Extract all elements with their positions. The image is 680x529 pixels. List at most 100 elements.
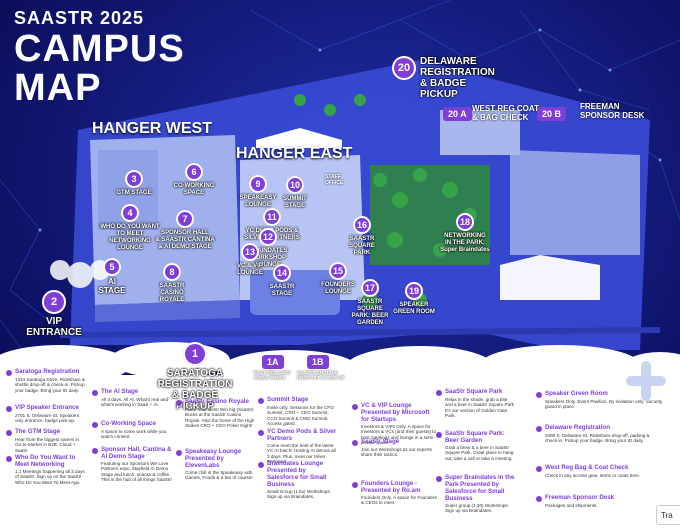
legend-marker-icon xyxy=(536,466,542,472)
legend-description: All 3 days. All AI. What's real and what… xyxy=(101,397,169,408)
pin-label: SPEAKEASY LOUNGE xyxy=(239,195,277,208)
hall-label-east: HANGER EAST xyxy=(236,145,353,162)
label-freeman-desk: FREEMAN SPONSOR DESK xyxy=(580,102,645,120)
event-name: SAASTR 2025 xyxy=(14,8,145,28)
pin-number: 10 xyxy=(286,176,304,194)
pin-number: 8 xyxy=(163,263,181,281)
pin-number: 2 xyxy=(42,290,66,314)
legend-title: VIP Speaker Entrance xyxy=(15,404,79,411)
translate-tray-button[interactable]: Tra xyxy=(656,505,680,525)
pin-number: 12 xyxy=(259,228,277,246)
legend-marker-icon xyxy=(352,404,358,410)
pin-number: 4 xyxy=(121,204,139,222)
legend-description: Come chill in the Speakeasy with Games, … xyxy=(185,470,253,481)
legend-title: YC Demo Pods & Silver Partners xyxy=(267,428,337,442)
legend-marker-icon xyxy=(92,448,98,454)
legend-title: SaaStr Square Park: Beer Garden xyxy=(445,430,505,444)
sparkle-plus-icon xyxy=(626,361,666,401)
legend-description: Founders Only. A space for Founders & CE… xyxy=(361,495,437,506)
pin-label: WHO DO YOU WANT TO MEET NETWORKING LOUNG… xyxy=(100,224,160,251)
pin-label: AI STAGE xyxy=(98,277,126,295)
legend-title: Braindates Lounge Presented by Salesforc… xyxy=(267,460,327,488)
legend-title: SaaStr Stage xyxy=(361,438,400,445)
legend-entry: Speakeasy Lounge Presented by ElevenLabs… xyxy=(176,448,256,481)
legend-title: Saratoga Registration xyxy=(15,368,80,375)
legend-description: Come meet the best of the latest YC AI b… xyxy=(267,443,336,465)
legend-entry: VIP Speaker Entrance 2701 S. Delaware St.… xyxy=(6,404,86,424)
legend-marker-icon xyxy=(6,406,12,412)
pin-label: SAASTR SQUARE PARK: BEER GARDEN xyxy=(351,299,389,326)
pin-label: FOUNDERS LOUNGE xyxy=(321,282,355,295)
pin-number: 11 xyxy=(263,208,281,226)
legend-marker-icon xyxy=(436,432,442,438)
legend-title: Speakeasy Lounge Presented by ElevenLabs xyxy=(185,448,242,469)
pin-label: CO-WORKING SPACE xyxy=(173,183,215,196)
legend-marker-icon xyxy=(176,400,182,406)
pin-label: NETWORKING IN THE PARK: Super Braindates xyxy=(440,233,490,253)
legend-description: Packages and shipments. xyxy=(545,503,598,508)
legend-description: Super group (1:30) Workshops. Sign up vi… xyxy=(445,503,510,514)
pin-label: SAASTR CASINO ROYALE xyxy=(159,283,185,303)
badge-20a[interactable]: 20 A xyxy=(443,107,472,121)
pin-label: BRAINDATES WORKSHOP LOUNGE xyxy=(248,248,288,268)
pin-number: 14 xyxy=(273,264,291,282)
pin-label: VIP ENTRANCE xyxy=(26,316,82,338)
legend-title: Speaker Green Room xyxy=(545,390,608,397)
pin-label: SUMMIT STAGE xyxy=(283,196,307,209)
legend-title: Summit Stage xyxy=(267,396,309,403)
legend-description: 1344 Saratoga Drive. Rideshare & shuttle… xyxy=(15,377,85,393)
label-shuttle: SAASTR SHUTTLE DROP-OFF & PICK UP xyxy=(297,370,345,380)
legend-description: 2701 S. Delaware St. Speakers only entra… xyxy=(15,413,80,424)
page-title: CAMPUS MAP xyxy=(14,28,185,109)
pin-number: 16 xyxy=(353,216,371,234)
legend-title: Who Do You Want to Meet Networking xyxy=(15,454,76,468)
legend-entry: VC & VIP Lounge Presented by Microsoft f… xyxy=(352,402,438,446)
legend-marker-icon xyxy=(6,456,12,462)
legend-description: Invite only. Sessions for the CFO Summit… xyxy=(267,405,334,427)
legend-title: VC & VIP Lounge Presented by Microsoft f… xyxy=(361,402,430,423)
pin-number: 7 xyxy=(176,210,194,228)
legend-title: SaaStr Casino Royale xyxy=(185,398,249,405)
legend-description: A space to come work while you watch con… xyxy=(101,429,167,440)
legend-description: Check in any access gear, items or coats… xyxy=(545,473,641,478)
legend-marker-icon xyxy=(352,440,358,446)
badge-20b[interactable]: 20 B xyxy=(537,107,567,121)
legend-description: Investors & VIPs Only. A space for Inves… xyxy=(361,424,437,446)
pin-label: SARATOGA REGISTRATION & BADGE PICKUP xyxy=(157,368,233,412)
pin-label: SPONSOR HALL & SAASTR CANTINA & AI DEMO … xyxy=(155,230,215,250)
badge-1a[interactable]: 1A xyxy=(262,355,284,369)
legend-title: Super Braindates in the Park Presented b… xyxy=(445,474,515,502)
legend-title: Founders Lounge - Presented by Ro.am xyxy=(361,480,421,494)
legend-description: Hear from the biggest names in Go-to-Mar… xyxy=(15,437,80,453)
pin-label: SAASTR SQUARE PARK xyxy=(349,236,375,256)
legend-marker-icon xyxy=(436,390,442,396)
legend-description: Place Your Bets! Win big (SaaStr) Bucks … xyxy=(185,407,255,429)
legend-title: Delaware Registration xyxy=(545,424,610,431)
legend-marker-icon xyxy=(536,496,542,502)
badge-1b[interactable]: 1B xyxy=(307,355,329,369)
